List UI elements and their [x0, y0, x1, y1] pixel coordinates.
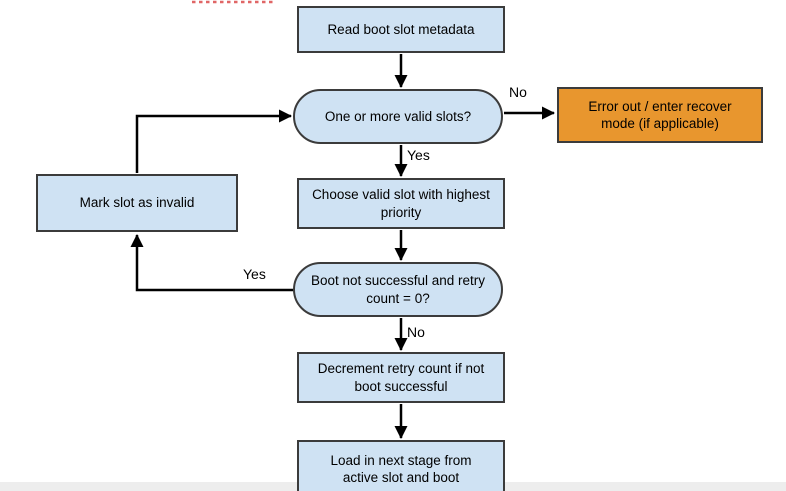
node-label: Boot not successful and retry count = 0?	[310, 273, 486, 306]
arrow-markinvalid-to-validslots	[135, 109, 292, 173]
node-label: Load in next stage from active slot and …	[330, 452, 472, 485]
node-decrement-retry-count[interactable]: Decrement retry count if not boot succes…	[297, 352, 505, 403]
node-label: Mark slot as invalid	[79, 195, 195, 211]
node-label: Read boot slot metadata	[327, 21, 475, 37]
node-label: Error out / enter recover mode (if appli…	[588, 98, 732, 131]
node-decision-valid-slots[interactable]: One or more valid slots?	[293, 89, 503, 144]
edge-label-yes-to-choose: Yes	[407, 147, 430, 163]
node-error-out-recover-mode[interactable]: Error out / enter recover mode (if appli…	[557, 87, 763, 143]
node-mark-slot-invalid[interactable]: Mark slot as invalid	[36, 174, 238, 232]
node-load-next-stage[interactable]: Load in next stage from active slot and …	[297, 440, 505, 491]
edge-label-no-to-decrement: No	[407, 324, 425, 340]
node-decision-boot-retry[interactable]: Boot not successful and retry count = 0?	[293, 262, 503, 317]
node-label: One or more valid slots?	[324, 108, 472, 124]
node-label: Choose valid slot with highest priority	[312, 187, 490, 220]
node-choose-valid-slot[interactable]: Choose valid slot with highest priority	[297, 178, 505, 229]
arrow-bootretry-to-markinvalid	[130, 234, 294, 292]
node-read-boot-slot-metadata[interactable]: Read boot slot metadata	[297, 6, 505, 53]
edge-label-yes-to-mark-invalid: Yes	[243, 266, 266, 282]
node-label: Decrement retry count if not boot succes…	[317, 361, 485, 394]
edge-label-no-to-error: No	[509, 84, 527, 100]
